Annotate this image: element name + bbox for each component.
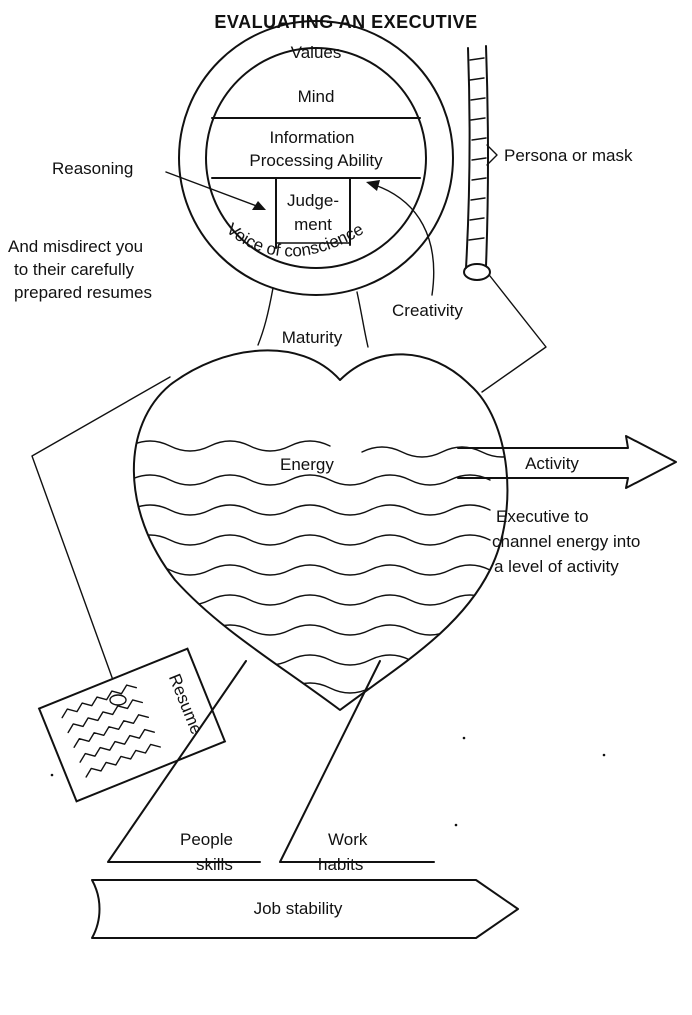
speck-dot	[463, 737, 466, 740]
people-skills-label-line1: People	[180, 830, 233, 849]
work-habits-label-line2: habits	[318, 855, 363, 874]
wave-line	[130, 475, 490, 485]
speck-dot	[455, 824, 458, 827]
reasoning-label: Reasoning	[52, 159, 133, 178]
values-label: Values	[291, 43, 342, 62]
exec-label-line1: Executive to	[496, 507, 589, 526]
mask-stick-left	[466, 48, 470, 268]
misdirect-label-line3: prepared resumes	[14, 283, 152, 302]
wave-line	[130, 565, 490, 575]
misdirect-label-line1: And misdirect you	[8, 237, 143, 256]
head-diagram: Values Mind Information Processing Abili…	[179, 21, 453, 295]
judgement-label-line1: Judge-	[287, 191, 339, 210]
info-processing-label-line1: Information	[269, 128, 354, 147]
neck-right-line	[357, 292, 368, 347]
wave-line	[130, 441, 330, 451]
wave-line	[130, 595, 490, 605]
maturity-label: Maturity	[282, 328, 343, 347]
creativity-arrowhead	[366, 180, 380, 191]
wave-line	[130, 535, 490, 545]
speck-dot	[603, 754, 606, 757]
speck-dot	[51, 774, 54, 777]
mind-label: Mind	[298, 87, 335, 106]
people-skills-label-line2: skills	[196, 855, 233, 874]
info-processing-label-line2: Processing Ability	[249, 151, 383, 170]
wave-line	[130, 505, 490, 515]
energy-label: Energy	[280, 455, 334, 474]
mask-stick-hatching	[469, 58, 486, 240]
creativity-label: Creativity	[392, 301, 463, 320]
mask-stick-right	[486, 46, 488, 266]
wave-line	[130, 625, 490, 635]
exec-label-line3: a level of activity	[494, 557, 619, 576]
neck-left-line	[258, 288, 273, 345]
persona-string	[482, 276, 546, 392]
diagram-title: EVALUATING AN EXECUTIVE	[214, 12, 477, 32]
exec-label-line2: channel energy into	[492, 532, 640, 551]
work-habits-label-line1: Work	[328, 830, 368, 849]
judgement-label-line2: ment	[294, 215, 332, 234]
persona-mask-stick: Persona or mask	[464, 46, 633, 392]
misdirect-label-line2: to their carefully	[14, 260, 134, 279]
mask-stick-end	[464, 264, 490, 280]
resume-paper: Resume	[39, 649, 225, 802]
activity-label: Activity	[525, 454, 579, 473]
job-stability-label: Job stability	[254, 899, 343, 918]
persona-label: Persona or mask	[504, 146, 633, 165]
